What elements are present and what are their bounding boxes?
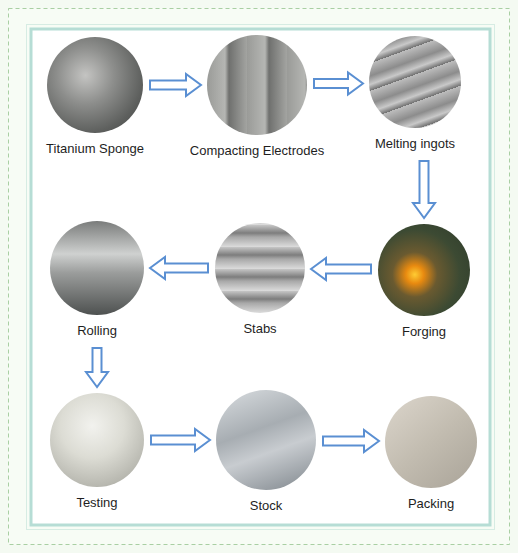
arrow-shaft-fill bbox=[163, 265, 207, 272]
arrow-shaft-fill bbox=[324, 266, 370, 273]
arrow-shaft-outline bbox=[165, 263, 209, 274]
step-label: Melting ingots bbox=[375, 136, 455, 152]
process-step: Melting ingots bbox=[369, 36, 461, 128]
arrow-shaft-outline bbox=[322, 436, 364, 447]
flow-arrow bbox=[313, 73, 363, 95]
step-label: Compacting Electrodes bbox=[190, 143, 324, 159]
arrow-shaft-outline bbox=[149, 80, 186, 91]
step-photo bbox=[50, 221, 144, 315]
arrow-shaft-outline bbox=[313, 78, 348, 89]
step-label: Forging bbox=[402, 324, 446, 340]
flow-arrow bbox=[311, 258, 372, 280]
process-step: Stock bbox=[216, 390, 316, 490]
arrow-shaft-fill bbox=[151, 82, 188, 89]
arrow-shaft-outline bbox=[326, 264, 372, 275]
outer-dashed-border bbox=[9, 9, 510, 545]
step-photo bbox=[207, 35, 307, 135]
inner-frame bbox=[31, 29, 490, 525]
process-step: Compacting Electrodes bbox=[207, 35, 307, 135]
arrow-head bbox=[150, 257, 165, 279]
arrow-shaft-fill bbox=[324, 438, 366, 445]
arrow-shaft-outline bbox=[150, 435, 195, 446]
arrow-head bbox=[364, 430, 379, 452]
step-label: Testing bbox=[76, 495, 117, 511]
flow-arrow bbox=[150, 429, 210, 451]
step-photo bbox=[50, 393, 144, 487]
step-photo bbox=[216, 390, 316, 490]
step-photo bbox=[47, 37, 143, 133]
arrow-shaft-outline bbox=[92, 347, 103, 372]
flow-arrow bbox=[322, 430, 379, 452]
step-photo bbox=[378, 224, 470, 316]
arrow-shaft-outline bbox=[419, 160, 430, 203]
step-photo bbox=[369, 36, 461, 128]
flow-arrow bbox=[150, 257, 209, 279]
process-step: Forging bbox=[378, 224, 470, 316]
step-label: Stabs bbox=[243, 321, 276, 337]
arrow-head bbox=[186, 74, 201, 96]
step-label: Rolling bbox=[77, 323, 117, 339]
arrow-head bbox=[413, 203, 435, 218]
arrow-head bbox=[86, 372, 108, 387]
process-step: Packing bbox=[385, 396, 477, 488]
step-photo bbox=[215, 223, 305, 313]
process-step: Testing bbox=[50, 393, 144, 487]
step-label: Packing bbox=[408, 496, 454, 512]
flow-arrow bbox=[413, 160, 435, 218]
step-photo bbox=[385, 396, 477, 488]
arrow-head bbox=[311, 258, 326, 280]
flow-arrow bbox=[149, 74, 201, 96]
arrow-shaft-fill bbox=[152, 437, 197, 444]
arrow-shaft-fill bbox=[315, 80, 350, 87]
process-step: Rolling bbox=[50, 221, 144, 315]
flow-arrow bbox=[86, 347, 108, 387]
outer-frame-line bbox=[27, 25, 495, 530]
process-step: Titanium Sponge bbox=[47, 37, 143, 133]
arrow-head bbox=[348, 73, 363, 95]
arrow-shaft-fill bbox=[421, 162, 428, 205]
arrow-head bbox=[195, 429, 210, 451]
step-label: Titanium Sponge bbox=[46, 141, 144, 157]
process-step: Stabs bbox=[215, 223, 305, 313]
step-label: Stock bbox=[250, 498, 283, 514]
arrow-shaft-fill bbox=[94, 349, 101, 374]
